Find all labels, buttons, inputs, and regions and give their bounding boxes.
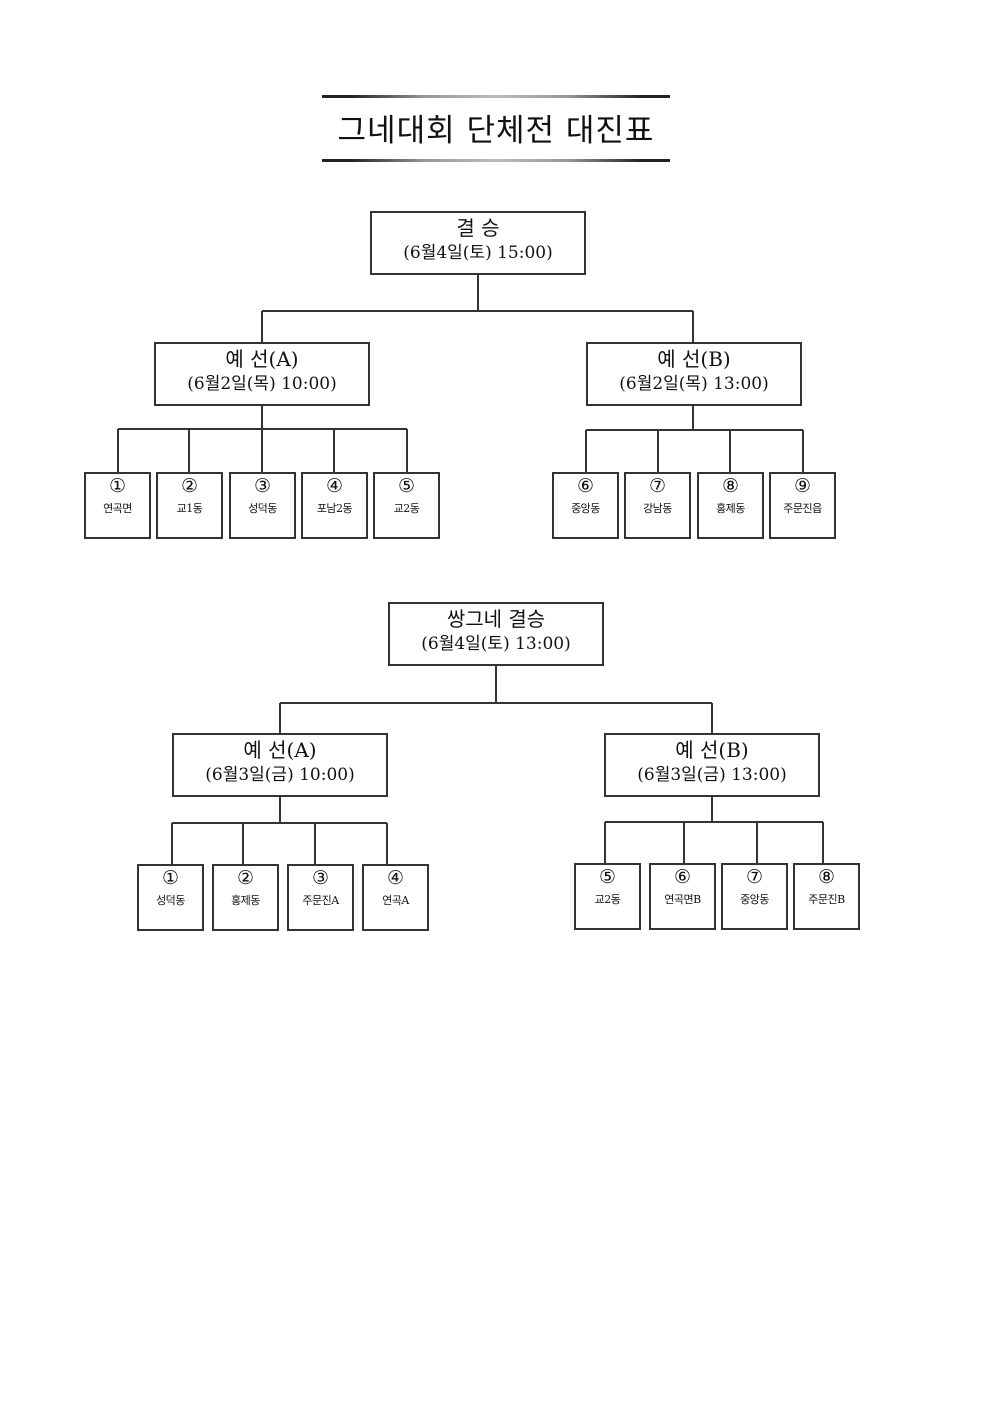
team-name: 연곡면B [664, 893, 701, 906]
b1-team-4: ④ 포남2동 [301, 472, 368, 539]
team-name: 포남2동 [316, 502, 353, 515]
team-name: 중앙동 [571, 502, 600, 515]
b1-team-1: ① 연곡면 [84, 472, 151, 539]
team-number: ⑦ [648, 475, 667, 497]
b1-team-8: ⑧ 홍제동 [697, 472, 764, 539]
team-number: ⑧ [721, 475, 740, 497]
b2-team-2: ② 홍제동 [212, 864, 279, 931]
b2-final-label: 쌍그네 결승 [446, 607, 546, 631]
b1-groupA-label: 예 선(A) [225, 347, 299, 371]
team-number: ② [180, 475, 199, 497]
b1-groupB-label: 예 선(B) [657, 347, 731, 371]
team-name: 강남동 [643, 502, 672, 515]
b1-team-6: ⑥ 중앙동 [552, 472, 619, 539]
b2-groupB-schedule: (6월3일(금) 13:00) [637, 765, 787, 785]
team-number: ⑧ [817, 866, 836, 888]
title-block: 그네대회 단체전 대진표 [322, 95, 670, 163]
b1-team-2: ② 교1동 [156, 472, 223, 539]
team-number: ⑨ [793, 475, 812, 497]
b1-final-box: 결 승 (6월4일(토) 15:00) [370, 211, 586, 275]
b2-team-8: ⑧ 주문진B [793, 863, 860, 930]
b1-groupA-box: 예 선(A) (6월2일(목) 10:00) [154, 342, 370, 406]
b1-final-schedule: (6월4일(토) 15:00) [403, 243, 553, 263]
team-name: 홍제동 [231, 894, 260, 907]
b2-team-3: ③ 주문진A [287, 864, 354, 931]
b1-groupB-schedule: (6월2일(목) 13:00) [619, 374, 769, 394]
team-name: 주문진B [808, 893, 845, 906]
b2-team-5: ⑤ 교2동 [574, 863, 641, 930]
b2-groupA-schedule: (6월3일(금) 10:00) [205, 765, 355, 785]
b2-final-box: 쌍그네 결승 (6월4일(토) 13:00) [388, 602, 604, 666]
b1-team-3: ③ 성덕동 [229, 472, 296, 539]
b2-groupA-box: 예 선(A) (6월3일(금) 10:00) [172, 733, 388, 797]
b1-groupB-box: 예 선(B) (6월2일(목) 13:00) [586, 342, 802, 406]
b2-final-schedule: (6월4일(토) 13:00) [421, 634, 571, 654]
team-number: ③ [253, 475, 272, 497]
b2-groupA-label: 예 선(A) [243, 738, 317, 762]
b1-groupA-schedule: (6월2일(목) 10:00) [187, 374, 337, 394]
team-name: 주문진A [302, 894, 339, 907]
team-number: ① [108, 475, 127, 497]
team-name: 연곡A [382, 894, 409, 907]
b2-groupB-box: 예 선(B) (6월3일(금) 13:00) [604, 733, 820, 797]
title-top-rule [322, 95, 670, 98]
b1-team-7: ⑦ 강남동 [624, 472, 691, 539]
b1-team-5: ⑤ 교2동 [373, 472, 440, 539]
b1-final-label: 결 승 [456, 216, 500, 240]
team-number: ⑤ [598, 866, 617, 888]
b1-team-9: ⑨ 주문진읍 [769, 472, 836, 539]
team-name: 성덕동 [248, 502, 277, 515]
team-number: ⑤ [397, 475, 416, 497]
team-number: ④ [325, 475, 344, 497]
page-title: 그네대회 단체전 대진표 [337, 113, 655, 149]
team-number: ⑥ [576, 475, 595, 497]
team-name: 중앙동 [740, 893, 769, 906]
b2-team-6: ⑥ 연곡면B [649, 863, 716, 930]
team-name: 교2동 [393, 502, 420, 515]
b2-team-7: ⑦ 중앙동 [721, 863, 788, 930]
team-name: 성덕동 [156, 894, 185, 907]
b2-groupB-label: 예 선(B) [675, 738, 749, 762]
team-number: ⑥ [673, 866, 692, 888]
b2-team-4: ④ 연곡A [362, 864, 429, 931]
team-name: 교2동 [594, 893, 621, 906]
team-name: 홍제동 [716, 502, 745, 515]
team-number: ② [236, 867, 255, 889]
team-name: 주문진읍 [783, 502, 822, 515]
team-number: ① [161, 867, 180, 889]
b2-team-1: ① 성덕동 [137, 864, 204, 931]
title-bottom-rule [322, 159, 670, 162]
team-name: 연곡면 [103, 502, 132, 515]
team-name: 교1동 [176, 502, 203, 515]
team-number: ⑦ [745, 866, 764, 888]
team-number: ③ [311, 867, 330, 889]
team-number: ④ [386, 867, 405, 889]
